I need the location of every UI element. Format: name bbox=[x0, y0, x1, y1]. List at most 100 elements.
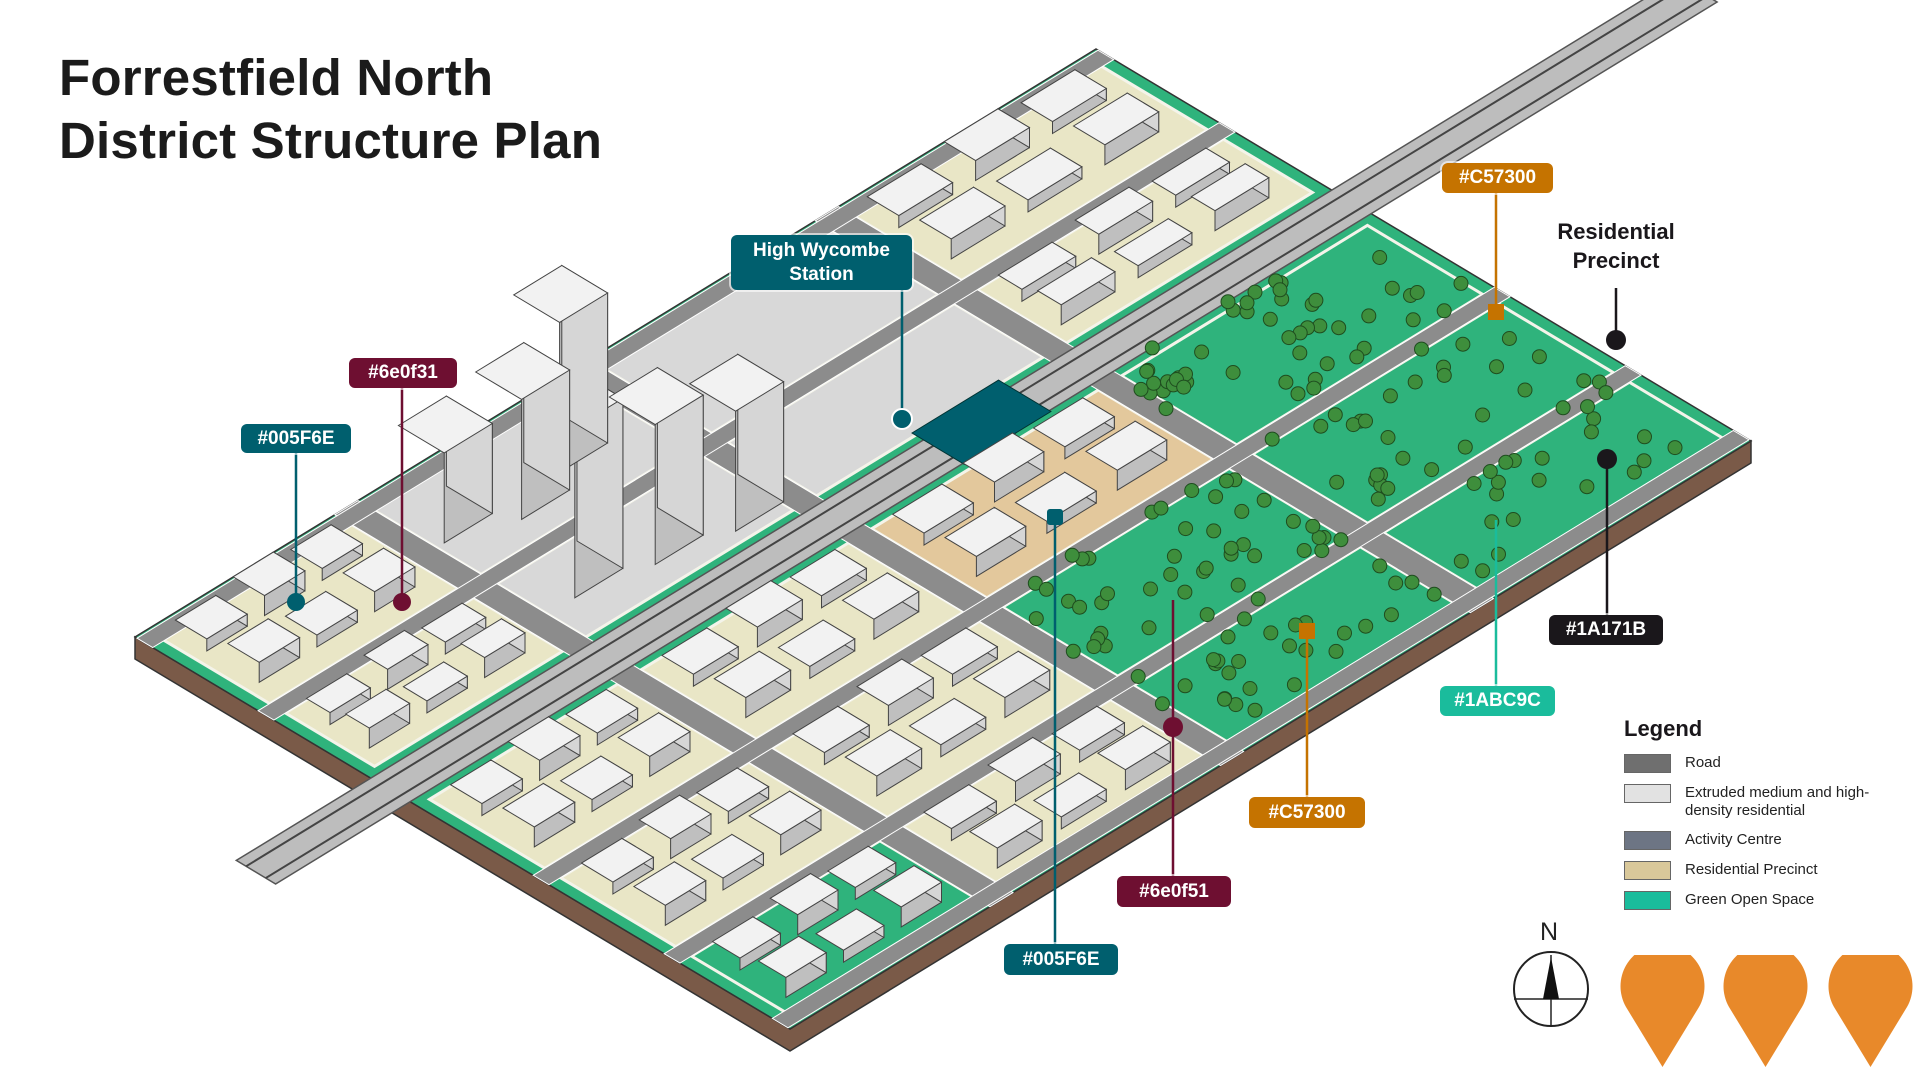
tree bbox=[1475, 407, 1491, 423]
tree bbox=[1457, 439, 1473, 455]
tree bbox=[1146, 375, 1162, 391]
tree bbox=[1178, 521, 1194, 537]
tree bbox=[1286, 677, 1302, 693]
tree bbox=[1198, 560, 1214, 576]
tree bbox=[1296, 543, 1312, 558]
tree bbox=[1166, 548, 1182, 564]
tree bbox=[1361, 308, 1377, 324]
building-roof bbox=[968, 803, 1044, 849]
tree bbox=[1133, 381, 1149, 397]
tree bbox=[1414, 341, 1429, 357]
building-roof bbox=[460, 618, 526, 659]
tree bbox=[1436, 367, 1452, 383]
building-roof bbox=[866, 163, 954, 217]
building-roof bbox=[449, 759, 524, 805]
tree bbox=[1028, 611, 1044, 627]
tree bbox=[1247, 284, 1263, 300]
building-roof bbox=[791, 705, 871, 754]
tree bbox=[1242, 681, 1258, 696]
building-roof bbox=[284, 590, 359, 636]
tree bbox=[1143, 581, 1158, 597]
station-building bbox=[911, 379, 1052, 465]
road bbox=[333, 500, 1014, 908]
tree bbox=[1231, 654, 1247, 669]
tree bbox=[1576, 373, 1592, 389]
compass-north-label: N bbox=[1540, 918, 1559, 946]
tree bbox=[1176, 379, 1192, 395]
map-pin-icon bbox=[1620, 955, 1705, 1067]
tree bbox=[1305, 518, 1321, 534]
building-roof bbox=[512, 264, 609, 323]
tree bbox=[1199, 607, 1215, 623]
building-roof bbox=[972, 650, 1051, 699]
tree bbox=[1491, 546, 1506, 562]
tree bbox=[1358, 618, 1374, 634]
tree bbox=[1372, 250, 1388, 265]
legend-item-residential-precinct: Residential Precinct bbox=[1624, 861, 1870, 880]
tree bbox=[1328, 643, 1344, 659]
legend-item-high-density: Extruded medium and high-density residen… bbox=[1624, 784, 1870, 820]
tree bbox=[1219, 473, 1234, 489]
building-roof bbox=[769, 873, 839, 916]
tree bbox=[1308, 292, 1324, 308]
legend-swatch-road bbox=[1624, 754, 1671, 773]
tree bbox=[1220, 294, 1236, 310]
building-roof bbox=[1084, 420, 1168, 471]
building-roof bbox=[638, 794, 712, 840]
tree bbox=[1064, 547, 1080, 563]
tree bbox=[1314, 543, 1330, 559]
tree bbox=[1482, 464, 1498, 479]
tree bbox=[1250, 591, 1266, 607]
legend-swatch-activity-centre bbox=[1624, 831, 1671, 850]
tree bbox=[1038, 581, 1054, 597]
callout-1a171b: #1A171B bbox=[1549, 615, 1663, 645]
tree bbox=[1239, 295, 1255, 311]
tree bbox=[1517, 382, 1533, 398]
legend-label: Green Open Space bbox=[1685, 891, 1815, 908]
tree bbox=[1395, 450, 1411, 466]
building-roof bbox=[1096, 725, 1172, 771]
building-roof bbox=[402, 661, 469, 702]
tree bbox=[1349, 349, 1365, 365]
marker-maroon-bottom bbox=[1163, 717, 1183, 737]
road bbox=[663, 365, 1642, 964]
map-pin-icon bbox=[1723, 955, 1808, 1067]
building-roof bbox=[872, 865, 943, 908]
tree bbox=[1247, 548, 1263, 564]
tree bbox=[1256, 492, 1272, 508]
marker-teal-top bbox=[287, 593, 305, 611]
tree bbox=[1139, 363, 1155, 379]
tree bbox=[1404, 574, 1420, 590]
building-roof bbox=[174, 594, 249, 640]
tree bbox=[1436, 303, 1452, 319]
building-roof bbox=[1014, 471, 1098, 522]
tree bbox=[1636, 453, 1652, 469]
building-roof bbox=[777, 619, 856, 667]
tree bbox=[1405, 312, 1421, 328]
tree bbox=[1158, 401, 1174, 417]
tree bbox=[1453, 553, 1469, 569]
marker-black bbox=[1597, 449, 1617, 469]
building-roof bbox=[232, 551, 306, 597]
building-roof bbox=[918, 186, 1006, 240]
legend-title: Legend bbox=[1624, 716, 1703, 741]
tree bbox=[1262, 311, 1278, 327]
tree bbox=[1230, 577, 1246, 593]
building-roof bbox=[891, 483, 975, 534]
callout-005f6e-top: #005F6E bbox=[241, 424, 351, 453]
building-roof bbox=[564, 688, 639, 734]
building-roof bbox=[501, 782, 576, 828]
building-roof bbox=[580, 837, 655, 883]
tree bbox=[1217, 691, 1232, 707]
legend-item-road: Road bbox=[1624, 754, 1870, 773]
road bbox=[771, 429, 1750, 1029]
legend-swatch-high-density bbox=[1624, 784, 1671, 803]
building-roof bbox=[474, 342, 571, 400]
title-line-1: Forrestfield North bbox=[59, 49, 494, 106]
tree bbox=[1221, 665, 1237, 681]
building-roof bbox=[962, 432, 1045, 483]
tree bbox=[1475, 563, 1491, 579]
building-roof bbox=[711, 916, 782, 959]
tree bbox=[1263, 625, 1279, 641]
